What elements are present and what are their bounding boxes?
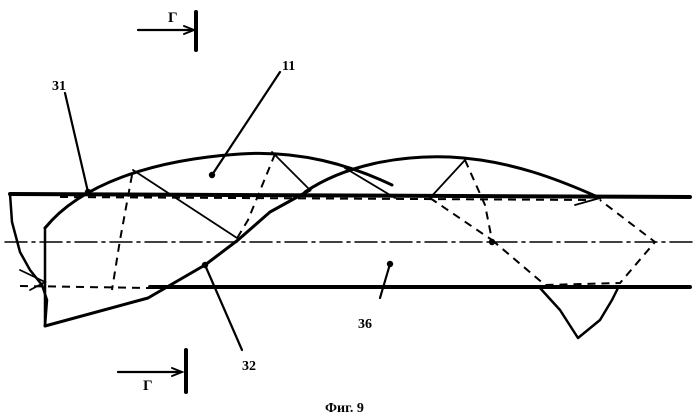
label-11: 11 — [282, 59, 295, 74]
tube-top-edge — [10, 194, 690, 197]
section-label-top: Г — [168, 10, 178, 26]
label-36: 36 — [358, 317, 372, 332]
blade-arc-2 — [305, 157, 600, 198]
thin-diag-4 — [430, 160, 465, 198]
tube-body — [5, 194, 695, 326]
leader-32 — [205, 265, 242, 350]
label-31: 31 — [52, 79, 66, 94]
hidden-diag-1 — [112, 175, 132, 290]
figure-caption: Фиг. 9 — [325, 401, 364, 416]
section-label-bottom: Г — [143, 378, 153, 394]
leader-11 — [212, 72, 280, 175]
hidden-bottom-line — [20, 286, 150, 288]
leader-31 — [65, 93, 88, 192]
hidden-diag-5 — [430, 198, 492, 240]
right-lobe-outline — [540, 288, 618, 338]
tube-left-break — [10, 194, 47, 326]
thin-diag-1 — [133, 170, 237, 238]
leader-36 — [380, 264, 390, 298]
construction-lines — [20, 152, 600, 290]
dot-axis — [489, 239, 495, 245]
section-marker-top — [138, 12, 196, 50]
blade-helix-edge — [45, 190, 310, 326]
label-32: 32 — [242, 359, 256, 374]
dots — [85, 172, 495, 268]
right-lobe — [540, 288, 618, 338]
helical-blade — [45, 153, 600, 326]
